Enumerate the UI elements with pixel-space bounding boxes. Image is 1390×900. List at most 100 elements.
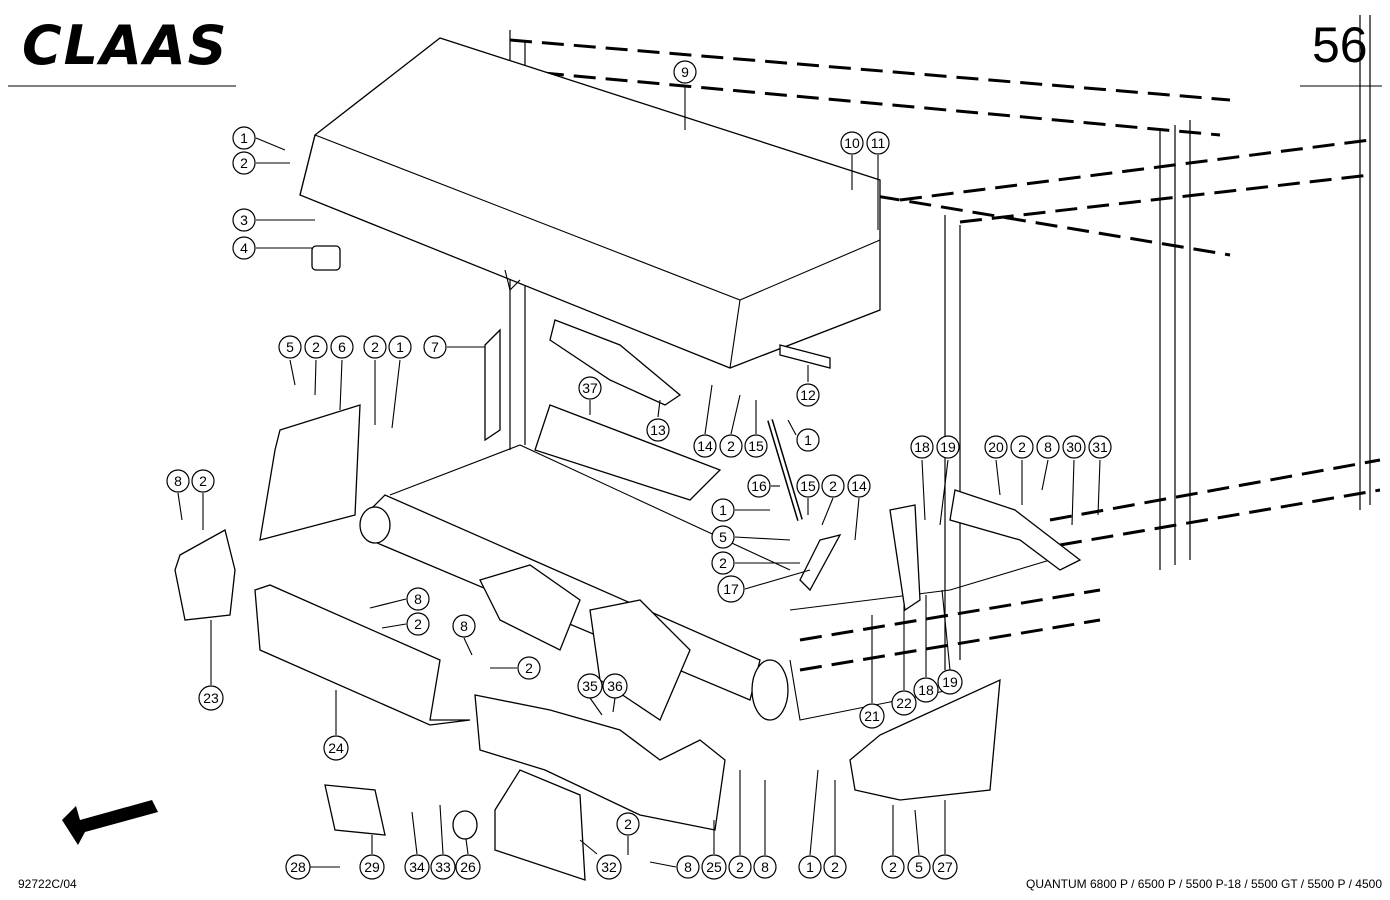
svg-text:2: 2 <box>371 339 379 355</box>
machine-frame <box>509 15 1381 672</box>
callout-22: 22 <box>891 605 917 716</box>
callout-2f: 2 <box>711 551 800 575</box>
callout-24: 24 <box>323 690 349 761</box>
callout-12: 12 <box>796 365 820 407</box>
svg-text:9: 9 <box>681 64 689 80</box>
svg-text:1: 1 <box>719 502 727 518</box>
brand-logo: CLAAS <box>22 14 229 77</box>
svg-text:26: 26 <box>460 859 476 875</box>
svg-text:2: 2 <box>240 155 248 171</box>
callout-1c: 1 <box>787 419 820 452</box>
callout-1a: 1 <box>232 126 286 151</box>
callout-31: 31 <box>1088 435 1112 516</box>
svg-text:15: 15 <box>748 438 764 454</box>
callout-29: 29 <box>359 835 385 880</box>
svg-text:8: 8 <box>414 591 422 607</box>
svg-text:32: 32 <box>601 859 617 875</box>
svg-text:13: 13 <box>650 422 666 438</box>
svg-text:2: 2 <box>414 616 422 632</box>
callout-1e: 1 <box>798 769 822 879</box>
cover-32 <box>494 769 586 881</box>
strip-7 <box>484 328 501 442</box>
top-cover <box>299 37 881 369</box>
svg-text:12: 12 <box>800 387 816 403</box>
svg-text:19: 19 <box>942 674 958 690</box>
callout-5b: 5 <box>711 525 791 549</box>
arrow-left-down-icon <box>62 800 158 845</box>
svg-text:14: 14 <box>697 438 713 454</box>
callout-1b: 1 <box>388 335 412 429</box>
angle-20 <box>949 489 1082 571</box>
svg-text:16: 16 <box>751 478 767 494</box>
callout-2a: 2 <box>232 151 290 175</box>
lower-guard-24 <box>254 584 471 726</box>
callout-2i: 2 <box>381 612 430 636</box>
svg-text:19: 19 <box>940 439 956 455</box>
callout-2m: 2 <box>823 780 847 879</box>
callout-23: 23 <box>198 620 224 711</box>
callout-37: 37 <box>578 376 602 415</box>
callout-26: 26 <box>455 838 481 880</box>
svg-text:36: 36 <box>607 678 623 694</box>
svg-text:10: 10 <box>844 135 860 151</box>
svg-text:1: 1 <box>806 859 814 875</box>
callout-17: 17 <box>717 569 811 603</box>
svg-text:8: 8 <box>460 618 468 634</box>
svg-text:18: 18 <box>918 682 934 698</box>
callout-2k: 2 <box>616 812 640 855</box>
callout-14a: 14 <box>693 384 717 458</box>
plug-26 <box>452 810 478 840</box>
strip-12 <box>779 344 831 369</box>
callout-35: 35 <box>577 673 603 716</box>
svg-text:3: 3 <box>240 212 248 228</box>
callout-15b: 15 <box>796 474 820 515</box>
callout-1d: 1 <box>711 498 770 522</box>
bracket-22 <box>889 504 921 612</box>
callout-15a: 15 <box>744 400 768 458</box>
svg-text:29: 29 <box>364 859 380 875</box>
callout-3: 3 <box>232 208 315 232</box>
svg-text:8: 8 <box>1044 439 1052 455</box>
callout-30: 30 <box>1062 435 1086 526</box>
svg-text:31: 31 <box>1092 439 1108 455</box>
svg-text:17: 17 <box>723 581 739 597</box>
svg-text:28: 28 <box>290 859 306 875</box>
callout-2g: 2 <box>1010 435 1034 505</box>
callout-20: 20 <box>984 435 1008 496</box>
svg-text:2: 2 <box>1018 439 1026 455</box>
svg-text:2: 2 <box>889 859 897 875</box>
chassis-tube <box>359 444 1051 721</box>
svg-text:4: 4 <box>240 240 248 256</box>
svg-text:1: 1 <box>396 339 404 355</box>
callout-19b: 19 <box>937 589 963 695</box>
callout-11: 11 <box>866 131 890 230</box>
svg-text:34: 34 <box>409 859 425 875</box>
rubber-buffer-4 <box>311 245 341 271</box>
svg-text:2: 2 <box>312 339 320 355</box>
callout-8d: 8 <box>452 614 476 656</box>
svg-text:24: 24 <box>328 740 344 756</box>
svg-text:21: 21 <box>864 708 880 724</box>
callout-2j: 2 <box>490 656 541 680</box>
callout-18a: 18 <box>910 435 934 521</box>
svg-text:2: 2 <box>829 478 837 494</box>
page-number: 56 <box>1312 17 1368 73</box>
svg-text:2: 2 <box>624 816 632 832</box>
callout-19a: 19 <box>936 435 960 526</box>
callout-2c: 2 <box>363 335 387 425</box>
callout-5c: 5 <box>907 809 931 879</box>
callout-2l: 2 <box>728 770 752 879</box>
callout-8e: 8 <box>649 855 700 879</box>
callout-10: 10 <box>840 131 864 190</box>
callout-28: 28 <box>285 854 340 880</box>
callout-2e: 2 <box>821 474 845 526</box>
svg-text:5: 5 <box>286 339 294 355</box>
callout-2d: 2 <box>719 394 743 458</box>
svg-text:27: 27 <box>937 859 953 875</box>
callout-2h: 2 <box>191 469 215 530</box>
callout-8a: 8 <box>1036 435 1060 491</box>
svg-text:6: 6 <box>338 339 346 355</box>
callout-2b: 2 <box>304 335 328 396</box>
callout-36: 36 <box>602 673 628 713</box>
